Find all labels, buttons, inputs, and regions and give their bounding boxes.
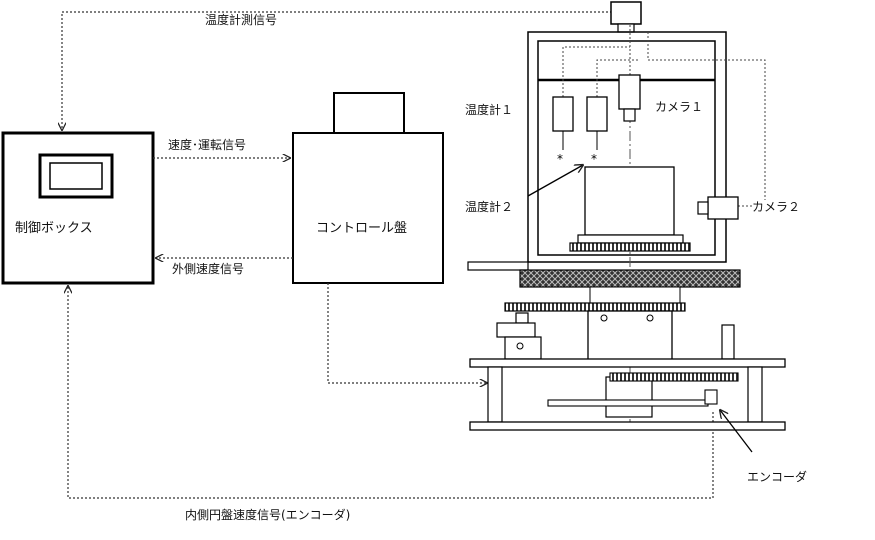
thermometer-1-icon: * bbox=[552, 96, 574, 166]
encoder-pointer bbox=[720, 410, 753, 453]
svg-text:*: * bbox=[557, 152, 563, 166]
thermometer-2-icon: * bbox=[586, 96, 608, 166]
temp-signal-line bbox=[62, 11, 612, 130]
drive-assembly bbox=[496, 310, 735, 361]
control-panel bbox=[292, 92, 444, 284]
svg-text:*: * bbox=[591, 152, 597, 166]
outer-speed-signal-label: 外側速度信号 bbox=[172, 262, 245, 276]
panel-to-machine-line bbox=[327, 283, 487, 383]
temp-signal-label: 温度計測信号 bbox=[205, 13, 278, 27]
speed-run-signal-label: 速度･運転信号 bbox=[168, 138, 247, 152]
encoder-label: エンコーダ bbox=[747, 470, 808, 484]
top-sensor-icon bbox=[610, 1, 642, 33]
thermometer-2-label: 温度計２ bbox=[465, 200, 514, 214]
lower-frame bbox=[469, 358, 786, 431]
control-panel-label: コントロール盤 bbox=[316, 221, 408, 236]
base-platform bbox=[467, 261, 741, 312]
camera-2-icon bbox=[697, 196, 739, 220]
camera-2-label: カメラ２ bbox=[752, 200, 801, 214]
camera-1-icon bbox=[618, 74, 641, 122]
control-box-label: 制御ボックス bbox=[15, 221, 93, 236]
inner-speed-signal-label: 内側円盤速度信号(エンコーダ) bbox=[185, 508, 351, 522]
camera-1-label: カメラ１ bbox=[655, 100, 704, 114]
inner-speed-signal-line bbox=[68, 286, 714, 499]
sample-block bbox=[569, 166, 691, 252]
control-box bbox=[1, 131, 155, 285]
thermometer-1-label: 温度計１ bbox=[465, 103, 514, 117]
thermometer-2-pointer bbox=[527, 165, 583, 197]
